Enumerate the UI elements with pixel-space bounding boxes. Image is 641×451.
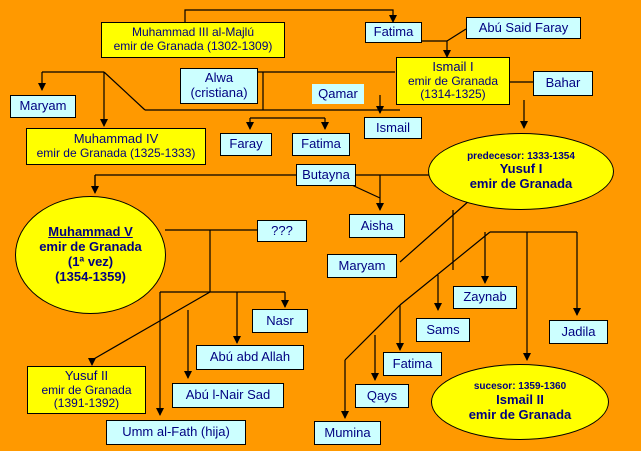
bahar-box: Bahar — [533, 71, 593, 96]
name: Sams — [426, 321, 460, 337]
name: Abú l-Nair Sad — [185, 387, 271, 403]
abu-l-nair-sad-box: Abú l-Nair Sad — [172, 383, 284, 408]
note: (cristiana) — [190, 85, 248, 100]
name: Ismail II — [496, 391, 544, 407]
muhammad-v-ellipse: Muhammad V emir de Granada (1ª vez) (135… — [15, 196, 166, 314]
name: Fatima — [301, 136, 341, 152]
qays-box: Qays — [355, 384, 409, 408]
fatima-mid-box: Fatima — [292, 133, 350, 156]
vez: (1ª vez) — [67, 254, 114, 269]
name: Qamar — [318, 85, 358, 101]
ismail-ii-ellipse: sucesor: 1359-1360 Ismail II emir de Gra… — [431, 364, 609, 440]
name: Abú Said Faray — [478, 19, 569, 35]
name: ??? — [271, 222, 293, 238]
yusuf-i-ellipse: predecesor: 1333-1354 Yusuf I emir de Gr… — [428, 133, 614, 210]
umm-al-fath-box: Umm al-Fath (hija) — [106, 420, 246, 445]
title: emir de Granada — [41, 382, 132, 397]
yusuf-ii-box: Yusuf II emir de Granada (1391-1392) — [27, 366, 146, 414]
fatima-low-box: Fatima — [383, 352, 442, 376]
muhammad-iii-box: Muhammad III al-Majlú emir de Granada (1… — [101, 22, 285, 58]
name: Butayna — [302, 166, 350, 182]
unknown-box: ??? — [257, 220, 307, 242]
name: Yusuf I — [499, 161, 543, 177]
title: emir de Granada (1302-1309) — [113, 39, 273, 53]
name: Muhammad V — [48, 224, 133, 240]
fatima-top-box: Fatima — [365, 22, 422, 43]
maryam-left-box: Maryam — [10, 95, 76, 118]
name: Zaynab — [463, 289, 507, 305]
sams-box: Sams — [416, 318, 470, 342]
years: (1391-1392) — [53, 396, 120, 411]
name: Yusuf II — [64, 367, 109, 383]
name: Maryam — [19, 98, 67, 114]
title: emir de Granada (1325-1333) — [36, 146, 196, 161]
qamar-box: Qamar — [312, 84, 364, 104]
jadila-box: Jadila — [549, 320, 608, 344]
ismail-child-box: Ismail — [364, 117, 422, 139]
years: (1314-1325) — [420, 87, 486, 102]
alwa-box: Alwa (cristiana) — [180, 68, 258, 104]
faray-box: Faray — [220, 133, 272, 156]
name: Nasr — [266, 312, 294, 328]
name: Umm al-Fath (hija) — [122, 424, 230, 440]
abu-abd-allah-box: Abú abd Allah — [196, 345, 304, 370]
name: Fatima — [392, 355, 433, 371]
name: Ismail — [376, 119, 410, 135]
name: Fatima — [373, 24, 414, 40]
name: Faray — [229, 136, 263, 152]
prefix: sucesor: 1359-1360 — [473, 381, 567, 393]
name: Maryam — [338, 257, 386, 273]
name: Muhammad IV — [73, 131, 159, 147]
title: emir de Granada — [468, 406, 572, 422]
maryam-right-box: Maryam — [327, 254, 397, 278]
name: Jadila — [561, 323, 596, 339]
name: Muhammad III al-Majlú — [131, 25, 255, 40]
title: emir de Granada — [469, 176, 573, 192]
name: Bahar — [545, 75, 581, 91]
butayna-box: Butayna — [296, 164, 356, 186]
ismail-i-box: Ismail I emir de Granada (1314-1325) — [396, 57, 510, 105]
zaynab-box: Zaynab — [453, 286, 517, 309]
aisha-box: Aisha — [349, 214, 405, 238]
name: Ismail I — [432, 58, 474, 74]
name: Mumina — [324, 424, 371, 440]
mumina-box: Mumina — [314, 421, 381, 445]
muhammad-iv-box: Muhammad IV emir de Granada (1325-1333) — [26, 128, 206, 165]
name: Qays — [366, 387, 398, 403]
name: Alwa — [204, 70, 234, 86]
name: Abú abd Allah — [209, 349, 291, 365]
abu-said-faray-box: Abú Said Faray — [466, 17, 581, 39]
years: (1354-1359) — [55, 268, 126, 284]
prefix: predecesor: 1333-1354 — [467, 150, 575, 162]
nasr-box: Nasr — [252, 309, 308, 333]
title: emir de Granada — [39, 239, 142, 255]
title: emir de Granada — [407, 73, 499, 88]
name: Aisha — [360, 217, 394, 233]
